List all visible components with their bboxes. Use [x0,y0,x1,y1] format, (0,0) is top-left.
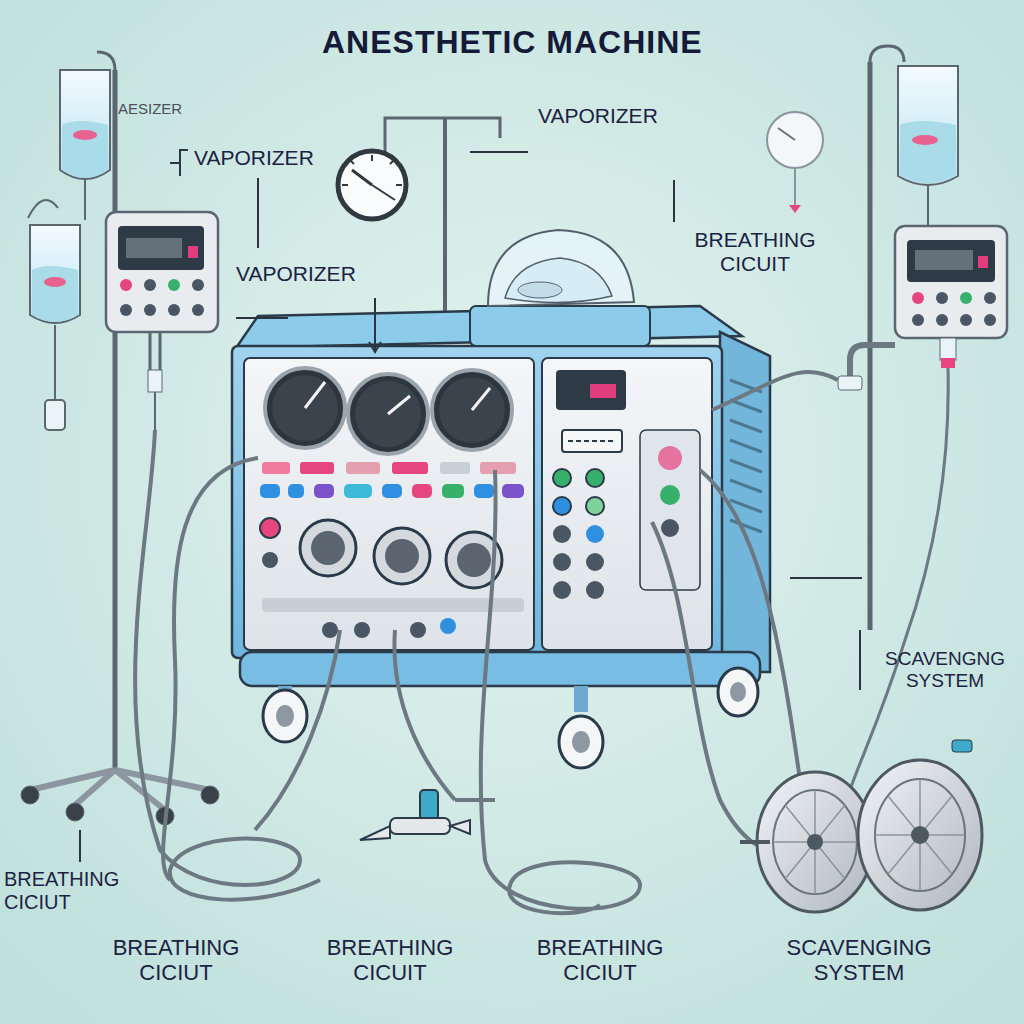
part-label: AESIZER [118,100,182,117]
flow-gauges [265,368,512,454]
infusion-pump [106,212,218,432]
part-label: VAPORIZER [236,262,356,286]
part-label: BREATHING CICIUT [96,935,256,986]
left-iv-pole [21,52,219,825]
machine-body [232,306,770,686]
part-label: VAPORIZER [194,146,314,170]
part-label: BREATHING CICUIT [680,228,830,276]
center-pole [385,118,500,320]
right-control-panel [553,370,700,599]
right-iv-bag [898,66,958,225]
part-label: VAPORIZER [538,104,658,128]
part-label: SCAVENGNG SYSTEM [872,648,1018,692]
scavenging-drums [740,740,982,912]
part-label: SCAVENGING SYSTEM [744,935,974,986]
top-right-gauge [767,112,823,213]
iv-bag [28,70,110,430]
pressure-gauge [338,151,406,219]
right-infusion-pump [838,226,1007,790]
part-label: BREATHING CICIUT [4,868,134,914]
part-label: BREATHING CICUIT [302,935,478,986]
diagram-title: ANESTHETIC MACHINE [322,24,703,61]
breathing-tubes [135,372,838,913]
part-label: BREATHING CICIUT [512,935,688,986]
valve-fitting [360,790,470,840]
face-mask [470,230,650,346]
wheels [263,668,758,768]
control-knobs [262,520,524,638]
leader-lines [80,150,862,862]
